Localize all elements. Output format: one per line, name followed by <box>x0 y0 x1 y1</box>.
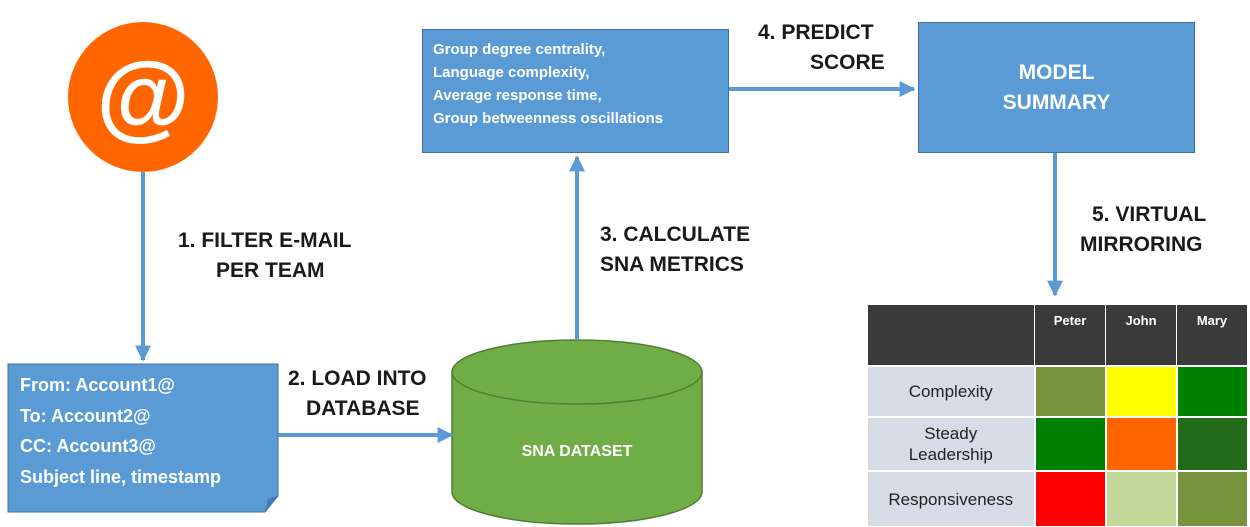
email-card-text: From: Account1@ To: Account2@ CC: Accoun… <box>20 370 221 492</box>
email-subject-line: Subject line, timestamp <box>20 466 222 487</box>
step-1-label: 1. FILTER E-MAIL PER TEAM <box>178 226 351 286</box>
step-1-line-1: 1. FILTER E-MAIL <box>178 229 352 252</box>
step-2-line-2: DATABASE <box>306 397 420 420</box>
score-cell <box>1033 365 1106 417</box>
row-label-complexity: Complexity <box>868 365 1035 417</box>
step-5-label: 5. VIRTUAL MIRRORING <box>1080 200 1206 260</box>
score-cell <box>1104 416 1177 471</box>
table-row: Responsiveness <box>868 470 1247 526</box>
metrics-box: Group degree centrality, Language comple… <box>422 29 729 153</box>
row-label-text: Leadership <box>908 445 993 464</box>
score-cell <box>1104 365 1177 417</box>
step-2-label: 2. LOAD INTO DATABASE <box>288 364 426 424</box>
database-label: SNA DATASET <box>521 443 633 460</box>
email-at-icon <box>68 22 218 172</box>
table-row: Steady Leadership <box>868 416 1247 471</box>
email-to-line: To: Account2@ <box>20 405 151 426</box>
email-at-symbol: @ <box>96 43 190 150</box>
column-header: Mary <box>1176 305 1247 366</box>
row-label-responsiveness: Responsiveness <box>868 470 1035 526</box>
score-cell <box>1104 470 1177 526</box>
step-2-line-1: 2. LOAD INTO <box>288 367 427 390</box>
step-4-label: 4. PREDICT SCORE <box>758 18 885 78</box>
summary-line: MODEL <box>1018 60 1095 84</box>
model-summary-box: MODEL SUMMARY <box>918 22 1195 153</box>
step-4-line-2: SCORE <box>810 51 885 74</box>
email-cc-line: CC: Account3@ <box>20 436 156 456</box>
score-cell <box>1175 365 1247 417</box>
table-header-row: Peter John Mary <box>868 305 1247 366</box>
metric-item: Language complexity, <box>433 64 590 81</box>
table-corner-cell <box>868 305 1035 366</box>
score-cell <box>1175 416 1247 471</box>
score-cell <box>1033 416 1106 471</box>
score-cell <box>1175 470 1247 526</box>
step-3-label: 3. CALCULATE SNA METRICS <box>600 220 750 280</box>
email-card-fold <box>265 496 278 512</box>
step-3-line-2: SNA METRICS <box>600 253 744 276</box>
step-5-line-2: MIRRORING <box>1080 233 1203 256</box>
column-header: Peter <box>1034 305 1106 366</box>
step-3-line-1: 3. CALCULATE <box>600 223 751 246</box>
row-label-text: Steady <box>924 424 978 443</box>
metric-item: Group degree centrality, <box>433 41 606 58</box>
column-header: John <box>1105 305 1177 366</box>
score-cell <box>1033 470 1106 526</box>
summary-line: SUMMARY <box>1002 90 1111 114</box>
email-from-line: From: Account1@ <box>20 375 175 395</box>
step-4-line-1: 4. PREDICT <box>758 21 874 44</box>
virtual-mirroring-table: Peter John Mary Complexity Steady Leader… <box>868 305 1247 526</box>
row-label-text: Responsiveness <box>888 489 1014 509</box>
table-row: Complexity <box>868 365 1247 417</box>
database-cylinder <box>451 339 703 525</box>
step-5-line-1: 5. VIRTUAL <box>1092 203 1207 226</box>
metric-item: Group betweenness oscillations <box>433 110 664 127</box>
step-1-line-2: PER TEAM <box>216 259 325 282</box>
metric-item: Average response time, <box>433 87 602 104</box>
row-label-steady-leadership: Steady Leadership <box>868 416 1035 471</box>
row-label-text: Complexity <box>908 382 993 401</box>
